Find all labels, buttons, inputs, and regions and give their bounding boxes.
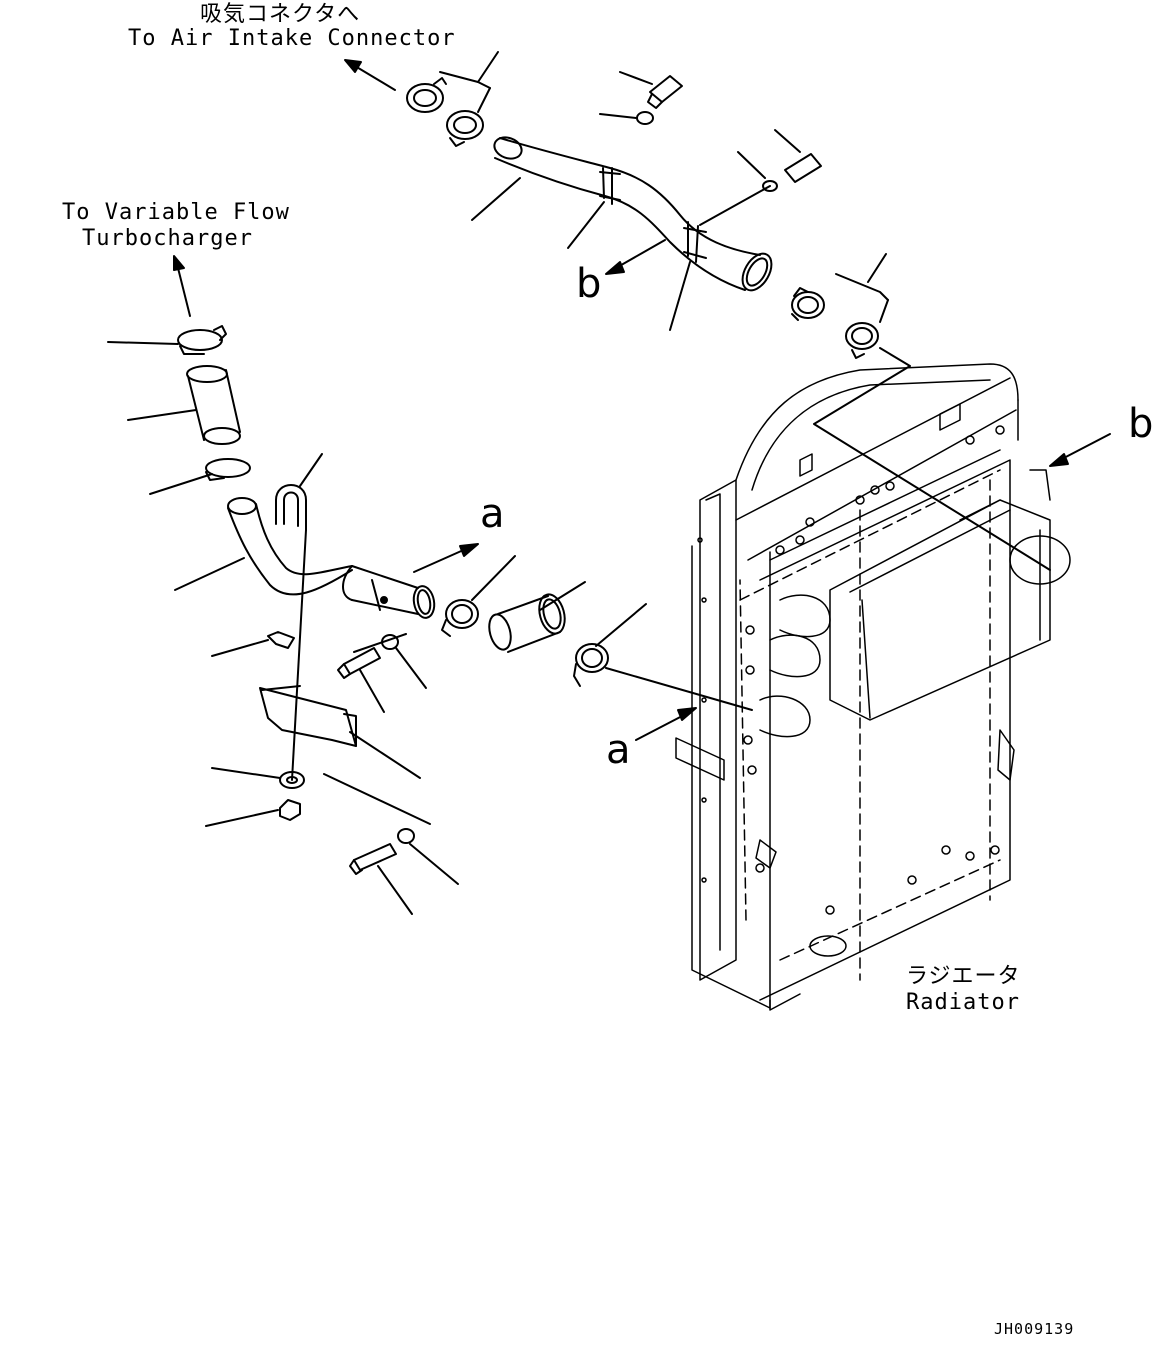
turbo-arrow bbox=[173, 255, 191, 317]
turbo-clamp-bottom bbox=[149, 458, 251, 495]
ref-b-upper: b bbox=[576, 261, 602, 307]
lower-fasteners bbox=[205, 767, 459, 915]
turbo-clamp-top bbox=[107, 325, 227, 355]
arrow-a-right bbox=[635, 707, 697, 741]
right-mid-clamp bbox=[573, 603, 753, 711]
ref-a-lower: a bbox=[606, 727, 631, 773]
upper-pipe bbox=[471, 136, 773, 331]
ref-b-right: b bbox=[1128, 401, 1154, 447]
upper-bolts bbox=[599, 71, 822, 226]
u-bolt bbox=[275, 453, 323, 781]
arrow-b-upper bbox=[605, 239, 666, 275]
arrow-a-left bbox=[413, 543, 479, 573]
mid-clamp bbox=[441, 555, 516, 637]
upper-clamp-pair bbox=[406, 51, 499, 147]
radiator-label-jp: ラジエータ bbox=[906, 964, 1021, 989]
radiator-label-en: Radiator bbox=[906, 990, 1020, 1015]
radiator-assembly bbox=[675, 363, 1071, 1011]
mid-hose bbox=[488, 581, 586, 653]
arrow-b-right bbox=[1049, 433, 1111, 467]
turbo-label-line2: Turbocharger bbox=[82, 226, 253, 251]
air-intake-label-jp: 吸気コネクタへ bbox=[200, 2, 361, 27]
lower-bent-pipe bbox=[174, 497, 436, 619]
upper-arrow-to-air-intake bbox=[344, 59, 396, 91]
ref-a-upper: a bbox=[480, 491, 505, 537]
turbo-hose bbox=[127, 365, 241, 445]
turbo-label-line1: To Variable Flow bbox=[62, 200, 290, 225]
document-id: JH009139 bbox=[994, 1320, 1075, 1338]
bracket-parts bbox=[211, 631, 427, 779]
air-intake-label-en: To Air Intake Connector bbox=[128, 26, 456, 51]
